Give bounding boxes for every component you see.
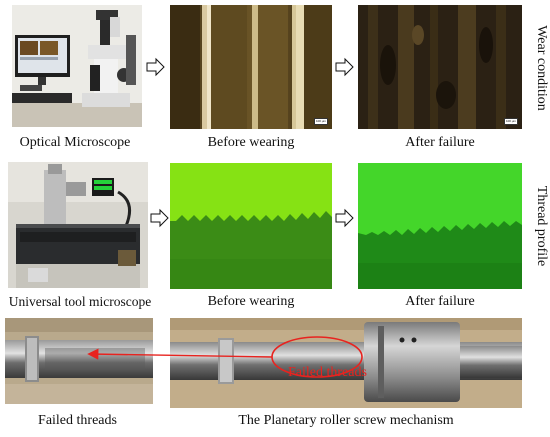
universal-tool-microscope-photo [8,162,148,288]
arrow-right-icon [146,57,165,77]
caption-before-wearing: Before wearing [207,294,295,309]
before-wearing-thread-profile [170,163,332,289]
caption-after-failure: After failure [405,135,475,150]
after-failure-thread-profile [358,163,522,289]
caption-failed-threads: Failed threads [38,413,117,428]
annotation-arrow [87,348,273,360]
caption-optical-microscope: Optical Microscope [19,135,131,150]
planetary-roller-screw-photo [170,318,522,408]
arrow-right-icon [335,208,354,228]
after-failure-micrograph: 100 μm [358,5,522,129]
caption-before-wearing: Before wearing [207,135,295,150]
arrow-right-icon [335,57,354,77]
caption-universal-tool-microscope: Universal tool microscope [8,294,152,309]
caption-planetary-roller-screw: The Planetary roller screw mechanism [238,413,454,428]
arrow-right-icon [150,208,169,228]
failed-threads-annotation: Failed threads [288,365,367,380]
failed-threads-photo [5,318,153,404]
before-wearing-micrograph: 100 μm [170,5,332,129]
optical-microscope-photo [12,5,142,127]
caption-after-failure: After failure [405,294,475,309]
